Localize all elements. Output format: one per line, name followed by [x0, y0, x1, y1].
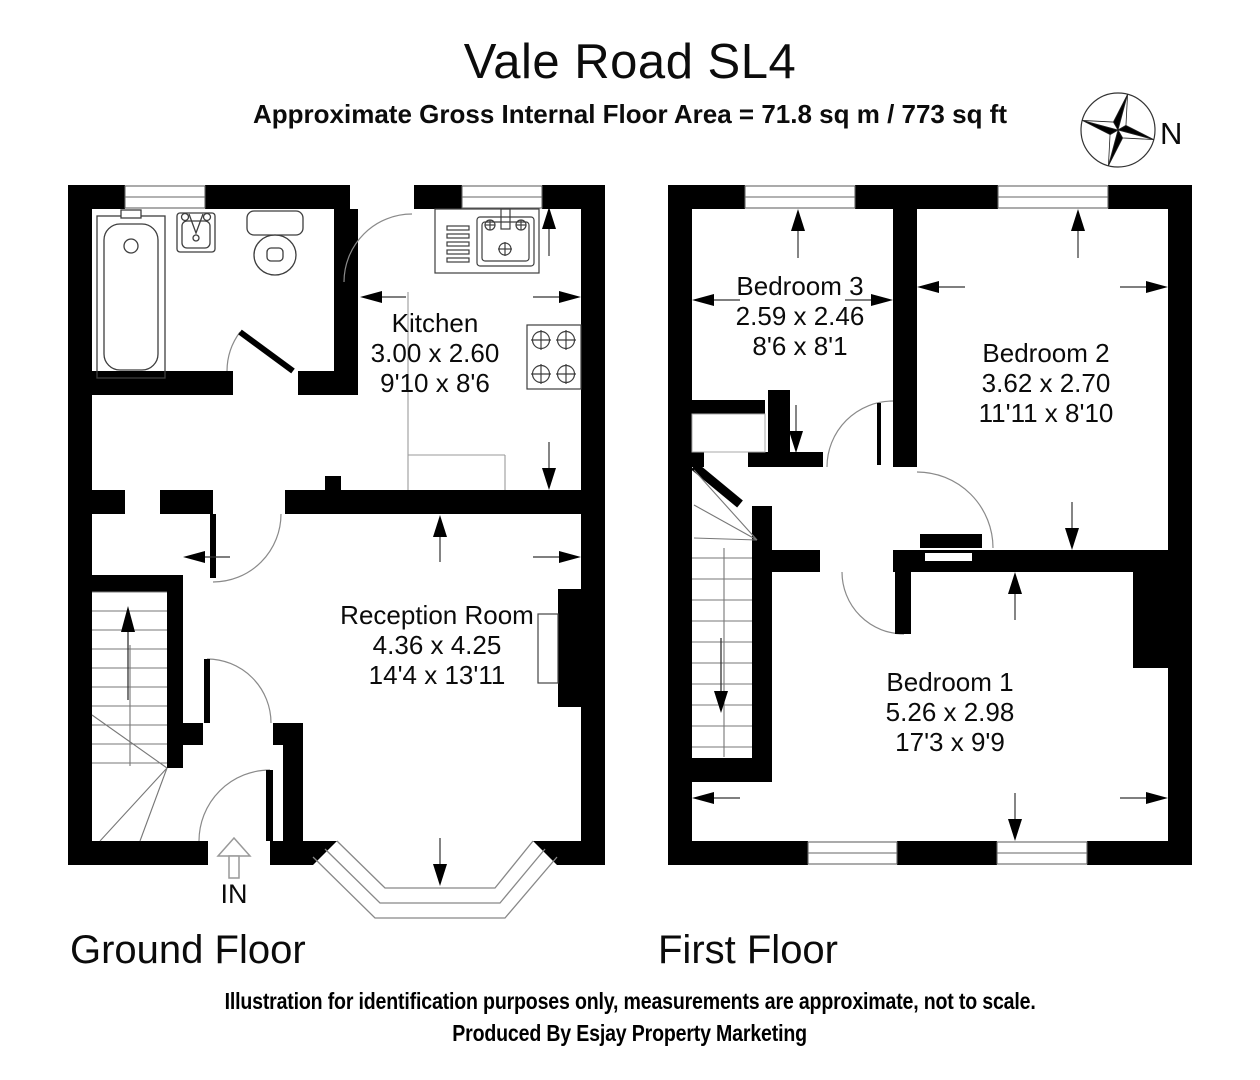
bedroom3-room-label: Bedroom 3: [736, 271, 863, 301]
door-head-marking: [925, 553, 972, 561]
entrance-in-label: IN: [221, 879, 248, 909]
ground-floor-label: Ground Floor: [70, 928, 306, 972]
toilet-icon: [246, 210, 304, 276]
bedroom1-room-label: Bedroom 1: [886, 667, 1013, 697]
stairs-down-arrow-icon: [714, 638, 728, 713]
floor-area-subtitle: Approximate Gross Internal Floor Area = …: [253, 99, 1007, 129]
compass-north-label: N: [1160, 116, 1182, 151]
page-title: Vale Road SL4: [463, 35, 797, 89]
ground-floor-dimension-arrows: [183, 207, 581, 886]
bedroom2-dimensions-imperial: 11'11 x 8'10: [979, 398, 1114, 428]
bedroom3-dimensions-metric: 2.59 x 2.46: [736, 301, 865, 331]
overstairs-cupboard: [691, 413, 766, 453]
entrance-in-arrow-icon: [216, 836, 252, 879]
ground-floor-door-leaves: [204, 329, 295, 841]
kitchen-boundary-line: [407, 292, 506, 490]
first-floor-door-arcs: [826, 400, 994, 635]
producer-credit-line: Produced By Esjay Property Marketing: [452, 1020, 808, 1046]
ground-floor-walls: [68, 185, 605, 865]
ground-floor-stairs-icon: [91, 591, 168, 842]
bedroom1-dimensions-metric: 5.26 x 2.98: [886, 697, 1015, 727]
stairs-up-arrow-icon: [121, 606, 135, 700]
stair-angled-wall: [691, 462, 743, 508]
first-floor-dimension-arrows: [692, 209, 1168, 841]
kitchen-sink-icon: [434, 208, 540, 274]
first-floor-stairs-icon: [692, 469, 758, 757]
kitchen-dimensions-imperial: 9'10 x 8'6: [380, 368, 490, 398]
first-floor-label: First Floor: [658, 928, 838, 972]
first-floor-door-leaves: [877, 403, 982, 634]
disclaimer-line: Illustration for identification purposes…: [224, 988, 1036, 1014]
fireplace: [537, 613, 559, 684]
first-floor-windows: [744, 185, 1109, 865]
kitchen-dimensions-metric: 3.00 x 2.60: [371, 338, 500, 368]
bedroom1-dimensions-imperial: 17'3 x 9'9: [895, 727, 1005, 757]
first-floor-walls: [668, 185, 1192, 865]
reception-room-label: Reception Room: [340, 600, 534, 630]
hob-icon: [526, 324, 582, 390]
kitchen-room-label: Kitchen: [392, 308, 479, 338]
ground-floor-door-arcs: [198, 213, 413, 842]
bedroom3-dimensions-imperial: 8'6 x 8'1: [752, 331, 847, 361]
reception-dimensions-metric: 4.36 x 4.25: [373, 630, 502, 660]
bay-window: [312, 840, 558, 919]
bedroom2-dimensions-metric: 3.62 x 2.70: [982, 368, 1111, 398]
bathtub-icon: [96, 209, 166, 379]
basin-icon: [176, 212, 216, 253]
bedroom2-room-label: Bedroom 2: [982, 338, 1109, 368]
reception-dimensions-imperial: 14'4 x 13'11: [369, 660, 506, 690]
ground-floor-plan: Kitchen 3.00 x 2.60 9'10 x 8'6 Reception…: [68, 185, 605, 972]
compass-north-icon: N: [1080, 92, 1182, 168]
first-floor-plan: Bedroom 3 2.59 x 2.46 8'6 x 8'1 Bedroom …: [658, 185, 1192, 972]
ground-floor-windows: [124, 185, 543, 209]
